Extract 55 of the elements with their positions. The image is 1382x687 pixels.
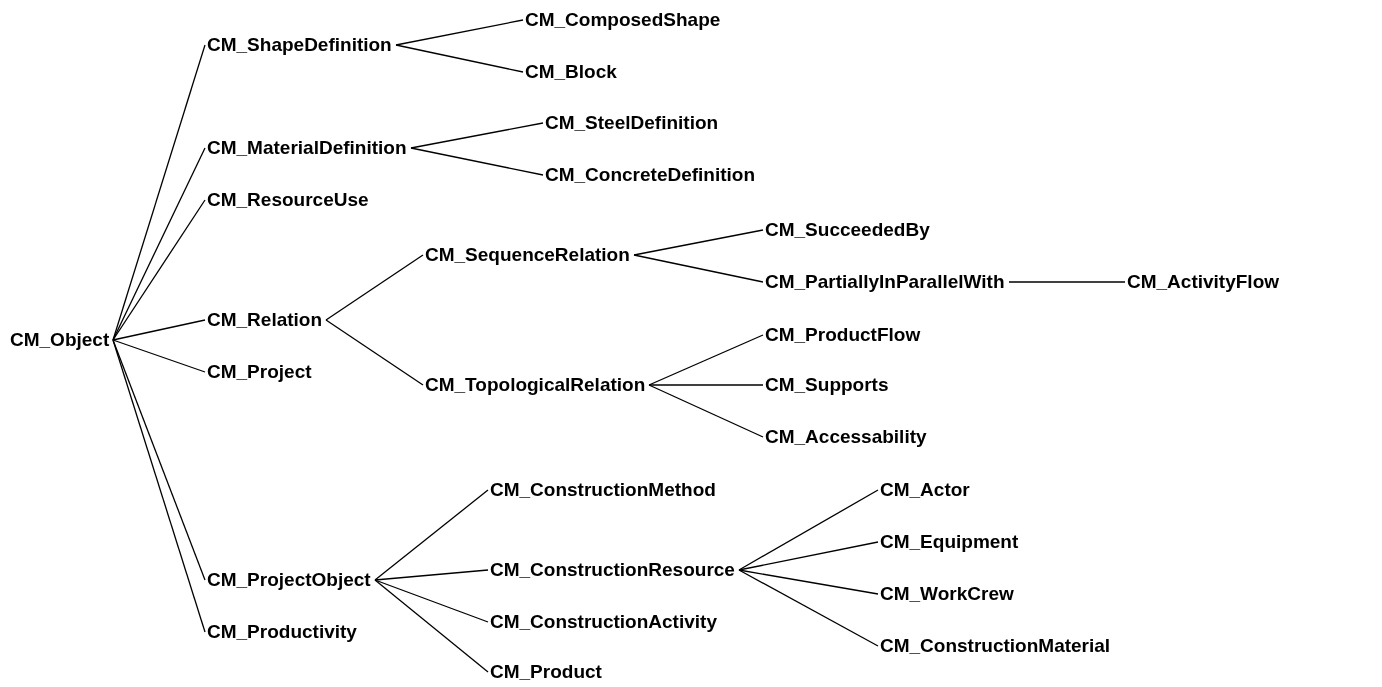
class-label: CM_SequenceRelation <box>425 244 630 266</box>
class-label: CM_ConcreteDefinition <box>545 164 756 186</box>
connector-line <box>1008 281 1126 283</box>
class-label: CM_Project <box>207 361 312 383</box>
connector-line <box>648 384 764 386</box>
connector-line <box>112 339 206 581</box>
connector-line <box>738 541 879 571</box>
connector-line <box>112 147 206 341</box>
class-label: CM_ShapeDefinition <box>207 34 392 56</box>
class-label: CM_ComposedShape <box>525 9 721 31</box>
class-label: CM_ConstructionMethod <box>490 479 716 501</box>
connector-line <box>112 199 206 341</box>
class-label: CM_Block <box>525 61 617 83</box>
connector-line <box>648 334 764 386</box>
connector-line <box>112 44 206 341</box>
connector-line <box>374 569 489 581</box>
class-label: CM_WorkCrew <box>880 583 1014 605</box>
class-label: CM_Relation <box>207 309 323 331</box>
connector-line <box>738 569 879 595</box>
connector-line <box>112 339 206 373</box>
class-label: CM_MaterialDefinition <box>207 137 407 159</box>
class-label: CM_ProductFlow <box>765 324 921 346</box>
connector-line <box>410 122 544 149</box>
class-label: CM_Supports <box>765 374 889 396</box>
class-label: CM_Equipment <box>880 531 1019 553</box>
connector-line <box>395 19 524 46</box>
class-label: CM_ConstructionResource <box>490 559 735 581</box>
connector-line <box>410 147 544 176</box>
connector-line <box>738 569 879 647</box>
connector-line <box>374 579 489 673</box>
class-label: CM_SucceededBy <box>765 219 930 241</box>
class-label: CM_Accessability <box>765 426 927 448</box>
connector-line <box>633 229 764 256</box>
class-label: CM_Object <box>10 329 110 351</box>
class-label: CM_TopologicalRelation <box>425 374 646 396</box>
class-label: CM_ResourceUse <box>207 189 369 211</box>
class-label: CM_ActivityFlow <box>1127 271 1280 293</box>
class-label: CM_Actor <box>880 479 970 501</box>
connector-line <box>738 489 879 571</box>
class-label: CM_PartiallyInParallelWith <box>765 271 1005 293</box>
connector-line <box>648 384 764 438</box>
class-label: CM_Productivity <box>207 621 357 643</box>
connector-line <box>325 319 424 386</box>
class-label: CM_ProjectObject <box>207 569 371 591</box>
class-label: CM_ConstructionActivity <box>490 611 717 633</box>
class-label: CM_Product <box>490 661 602 683</box>
class-label: CM_SteelDefinition <box>545 112 719 134</box>
connector-line <box>112 339 206 633</box>
connector-line <box>633 254 764 283</box>
connector-line <box>374 579 489 623</box>
connector-line <box>374 489 489 581</box>
class-label: CM_ConstructionMaterial <box>880 635 1111 657</box>
connector-line <box>325 254 424 321</box>
connector-line <box>395 44 524 73</box>
connector-line <box>112 319 206 341</box>
